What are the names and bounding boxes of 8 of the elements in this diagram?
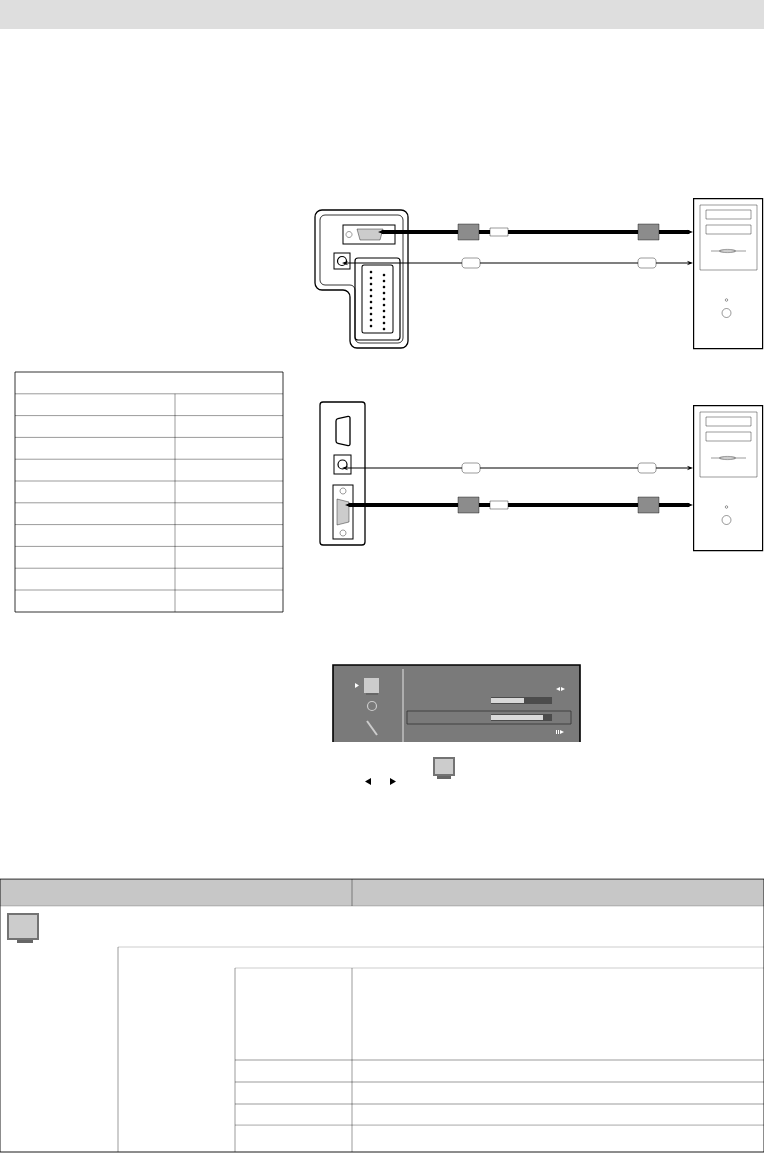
connector-panel-drawing	[319, 401, 366, 546]
computer-tower-drawing	[693, 198, 764, 350]
cable	[342, 466, 693, 470]
connector-panel-drawing	[314, 209, 409, 349]
cable	[378, 229, 693, 235]
computer-tower-drawing	[693, 405, 764, 552]
cable	[345, 502, 693, 508]
cable	[342, 261, 693, 265]
